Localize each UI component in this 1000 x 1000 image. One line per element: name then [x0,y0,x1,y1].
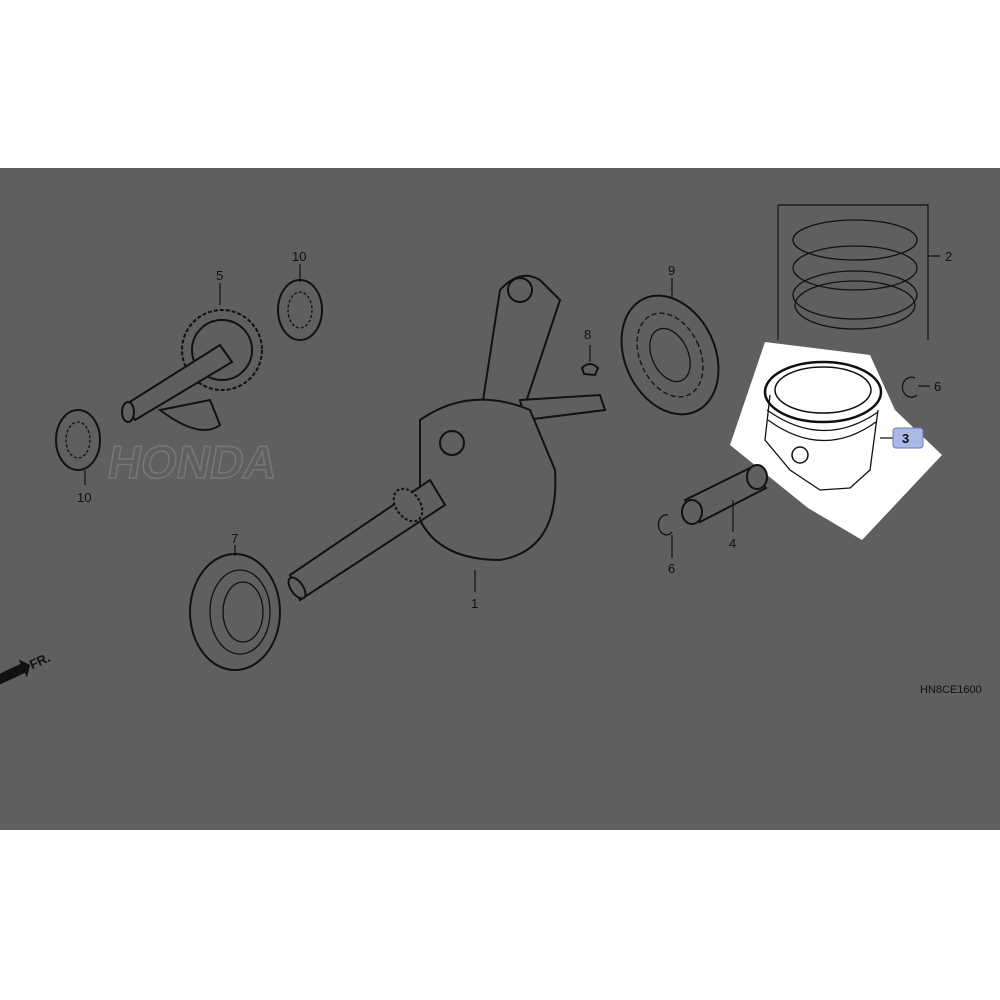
callout-7[interactable]: 8 [584,327,591,342]
callout-8[interactable]: 9 [668,263,675,278]
balancer-bearing-lower[interactable] [55,409,101,471]
callout-6-lower[interactable]: 6 [668,561,675,576]
callout-5[interactable]: 5 [216,268,223,283]
pin-clip-lower[interactable] [657,514,673,536]
parts-diagram: HONDA [0,168,1000,830]
callout-10-upper[interactable]: 10 [292,249,306,264]
balancer-shaft[interactable] [121,309,263,431]
watermark-logo: HONDA [104,436,282,488]
callout-3[interactable]: 3 [902,431,909,446]
piston-rings[interactable] [792,219,918,330]
balancer-bearing-upper[interactable] [277,279,323,341]
callout-6-upper[interactable]: 6 [934,379,941,394]
piston-pin[interactable] [681,464,768,525]
bearing-right[interactable] [603,280,737,430]
callout-2[interactable]: 2 [945,249,952,264]
callout-1[interactable]: 1 [471,596,478,611]
callout-10-lower[interactable]: 10 [77,490,91,505]
callout-3-box [892,427,924,449]
oil-seal[interactable] [189,553,281,671]
woodruff-key[interactable] [580,363,600,377]
pin-clip-upper[interactable] [901,376,918,398]
rings-bracket [777,204,940,340]
piston[interactable] [763,360,883,491]
callout-4[interactable]: 4 [729,536,736,551]
drawing-code: HN8CE1600 [920,684,982,696]
crankshaft[interactable] [285,274,607,602]
exploded-view: HONDA [0,204,982,696]
front-direction-marker: FR. [0,650,52,685]
front-marker-text: FR. [27,650,52,672]
callout-9[interactable]: 7 [231,531,238,546]
